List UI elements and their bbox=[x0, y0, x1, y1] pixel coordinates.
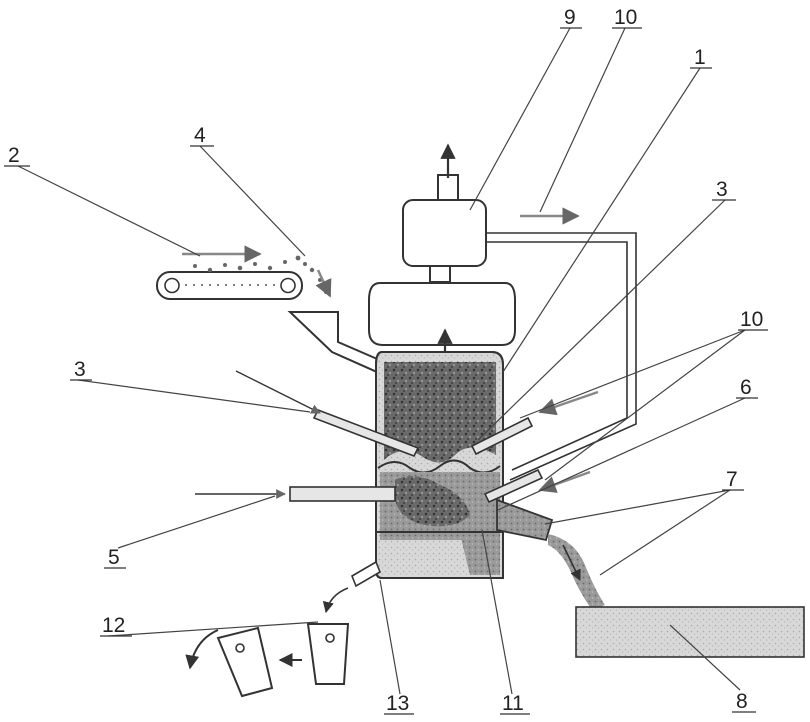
ladle-tilted bbox=[218, 628, 272, 696]
label-10-top: 10 bbox=[614, 6, 637, 29]
side-tuyere bbox=[195, 487, 395, 501]
label-2: 2 bbox=[8, 144, 20, 167]
conveyor-belt bbox=[157, 272, 302, 299]
label-13: 13 bbox=[386, 692, 409, 715]
exhaust-stack bbox=[438, 145, 458, 200]
label-11: 11 bbox=[502, 692, 524, 715]
label-4: 4 bbox=[194, 124, 206, 147]
label-1: 1 bbox=[694, 46, 706, 69]
label-3-right: 3 bbox=[716, 178, 728, 201]
tap-spout bbox=[326, 562, 380, 612]
label-6: 6 bbox=[740, 376, 752, 399]
slag-bed bbox=[576, 607, 804, 657]
label-9: 9 bbox=[564, 6, 576, 29]
slag-stream bbox=[548, 534, 605, 610]
label-10-right: 10 bbox=[740, 308, 763, 331]
label-12: 12 bbox=[102, 614, 125, 637]
label-3-left: 3 bbox=[74, 358, 86, 381]
gas-cleaning-chamber bbox=[403, 200, 486, 266]
label-8: 8 bbox=[736, 690, 748, 713]
label-5: 5 bbox=[108, 546, 120, 569]
slag-spout bbox=[497, 500, 552, 540]
ladle-pour-arrow bbox=[190, 630, 218, 668]
material-fall-arrow bbox=[318, 270, 330, 296]
ladle-right bbox=[308, 624, 348, 684]
recirculation-pipe bbox=[486, 233, 636, 480]
label-7: 7 bbox=[726, 468, 738, 491]
furnace-body bbox=[376, 352, 503, 578]
neck-connector bbox=[430, 266, 450, 282]
